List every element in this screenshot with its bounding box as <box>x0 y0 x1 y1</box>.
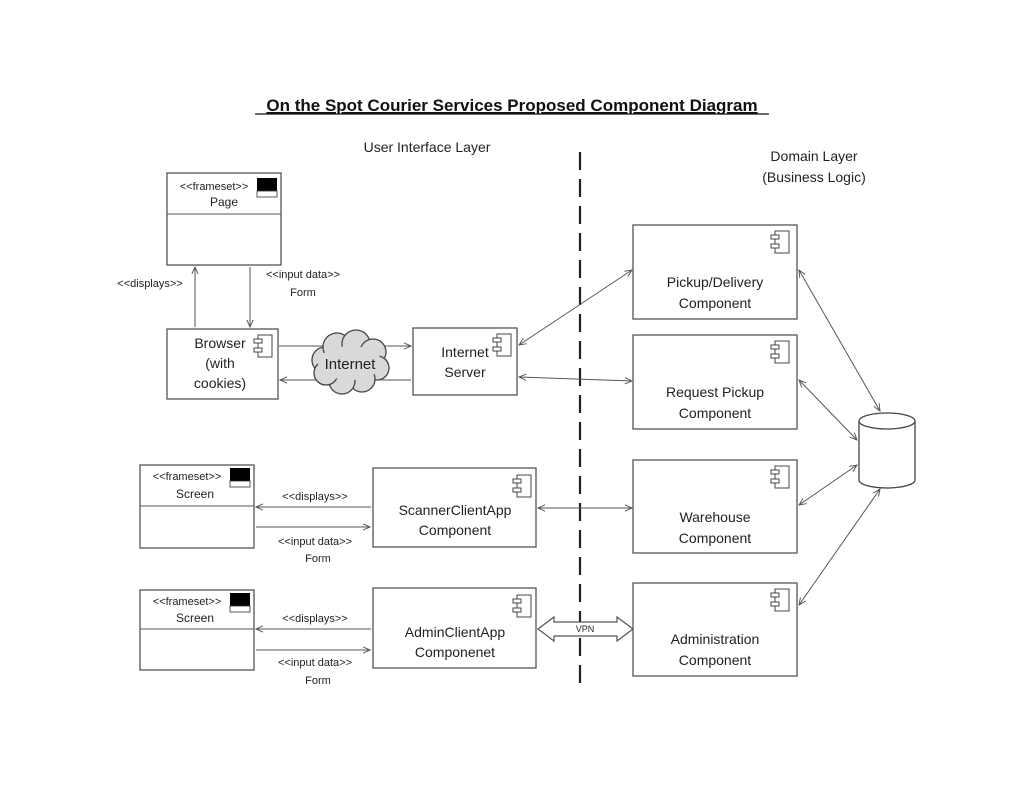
frame-icon <box>257 178 277 191</box>
input-data-label-scanner: <<input data>> <box>278 536 352 548</box>
diagram-title: On the Spot Courier Services Proposed Co… <box>266 96 757 115</box>
internet-server-label-2: Server <box>444 364 486 380</box>
warehouse-label-1: Warehouse <box>679 509 750 525</box>
warehouse-label-2: Component <box>679 530 751 546</box>
browser-label-3: cookies) <box>194 375 246 391</box>
page-frame-stereotype: <<frameset>> <box>180 181 249 193</box>
administration-db-link <box>799 489 880 605</box>
request-pickup-db-link <box>799 380 857 440</box>
input-data-label-page: <<input data>> <box>266 269 340 281</box>
administration-label-1: Administration <box>671 631 760 647</box>
internet-label: Internet <box>325 356 377 373</box>
pickup-delivery-label-2: Component <box>679 295 751 311</box>
browser-label-2: (with <box>205 355 235 371</box>
page-frame-name: Page <box>210 195 238 209</box>
component-icon <box>492 333 512 357</box>
vpn-connection: VPN <box>537 615 634 643</box>
form-label-admin: Form <box>305 675 331 687</box>
component-icon <box>770 465 790 489</box>
domain-layer-sublabel: (Business Logic) <box>762 169 866 185</box>
administration-component: Administration Component <box>632 582 798 677</box>
pickup-delivery-db-link <box>799 270 880 411</box>
scanner-app-label-2: Component <box>419 522 491 538</box>
component-icon <box>253 334 273 358</box>
admin-frame-stereotype: <<frameset>> <box>153 596 222 608</box>
frame-icon <box>230 468 250 481</box>
ui-layer-label: User Interface Layer <box>364 139 491 155</box>
component-icon <box>770 340 790 364</box>
internet-cloud: Internet <box>311 329 390 395</box>
component-icon <box>770 230 790 254</box>
database-icon <box>858 412 916 489</box>
displays-label-page: <<displays>> <box>117 278 182 290</box>
server-pickup-delivery-link <box>519 270 632 345</box>
request-pickup-label-2: Component <box>679 405 751 421</box>
browser-label-1: Browser <box>194 335 246 351</box>
component-icon <box>512 594 532 618</box>
admin-app-label-1: AdminClientApp <box>405 624 506 640</box>
pickup-delivery-label-1: Pickup/Delivery <box>667 274 763 290</box>
admin-client-app-component: AdminClientApp Componenet <box>372 587 537 669</box>
displays-label-admin: <<displays>> <box>282 613 347 625</box>
page-frame: <<frameset>> Page <box>166 172 282 266</box>
scanner-frame-name: Screen <box>176 487 214 501</box>
vpn-label: VPN <box>576 624 595 634</box>
request-pickup-label-1: Request Pickup <box>666 384 764 400</box>
warehouse-component: Warehouse Component <box>632 459 798 554</box>
request-pickup-component: Request Pickup Component <box>632 334 798 430</box>
browser-component: Browser (with cookies) <box>166 328 279 400</box>
scanner-frame-stereotype: <<frameset>> <box>153 471 222 483</box>
administration-label-2: Component <box>679 652 751 668</box>
scanner-screen-frame: <<frameset>> Screen <box>139 464 255 549</box>
scanner-app-label-1: ScannerClientApp <box>399 502 512 518</box>
domain-layer-label: Domain Layer <box>770 148 857 164</box>
server-request-pickup-link <box>519 377 632 381</box>
input-data-label-admin: <<input data>> <box>278 657 352 669</box>
displays-label-scanner: <<displays>> <box>282 491 347 503</box>
form-label-page: Form <box>290 287 316 299</box>
internet-server-component: Internet Server <box>412 327 518 396</box>
frame-icon <box>230 593 250 606</box>
component-icon <box>770 588 790 612</box>
scanner-client-app-component: ScannerClientApp Component <box>372 467 537 548</box>
pickup-delivery-component: Pickup/Delivery Component <box>632 224 798 320</box>
component-icon <box>512 474 532 498</box>
admin-app-label-2: Componenet <box>415 644 495 660</box>
admin-screen-frame: <<frameset>> Screen <box>139 589 255 671</box>
internet-server-label-1: Internet <box>441 344 489 360</box>
admin-frame-name: Screen <box>176 611 214 625</box>
form-label-scanner: Form <box>305 553 331 565</box>
warehouse-db-link <box>799 465 857 505</box>
